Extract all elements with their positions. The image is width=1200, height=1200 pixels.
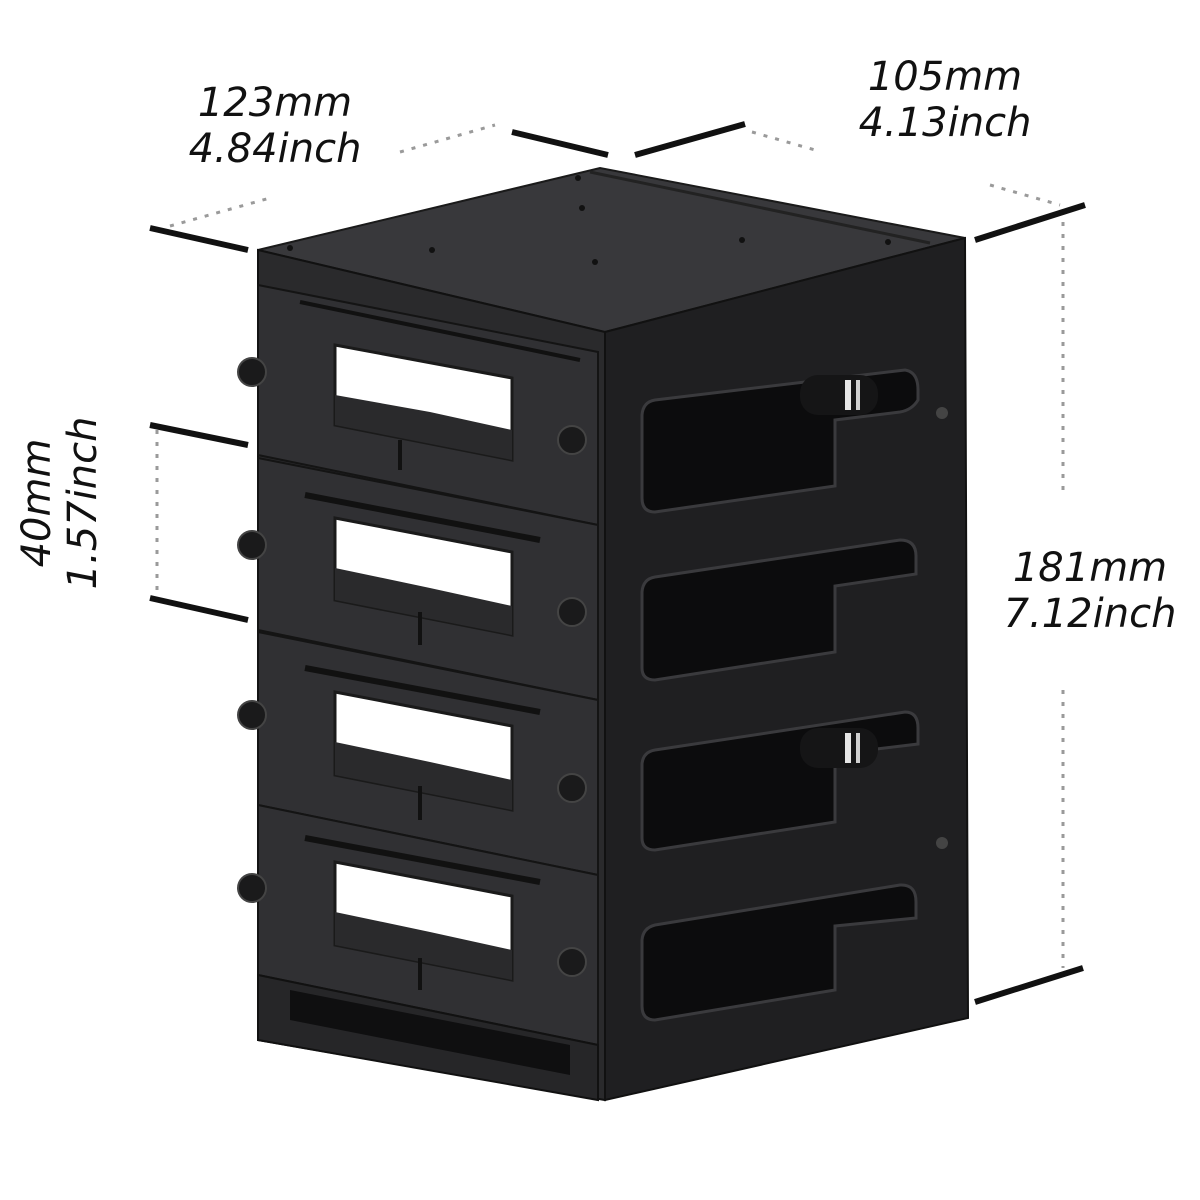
- dimension-bay-inch: 1.57inch: [60, 416, 106, 590]
- dimension-height-label: 181mm 7.12inch: [1000, 545, 1180, 637]
- dimension-height-inch: 7.12inch: [1003, 591, 1177, 637]
- dimension-width-inch: 4.84inch: [188, 126, 362, 172]
- dimension-height-mm: 181mm: [1012, 545, 1168, 591]
- dimension-bay-label: 40mm 1.57inch: [14, 403, 106, 603]
- thumbscrew: [237, 700, 267, 730]
- bay-3: [257, 630, 599, 877]
- dimension-bay-mm: 40mm: [14, 438, 60, 568]
- thumbscrew: [557, 947, 587, 977]
- dimension-width-mm: 123mm: [197, 80, 353, 126]
- dimension-height-lines: [974, 222, 1084, 1005]
- dimension-depth-lines: [634, 121, 1086, 243]
- thumbscrew: [237, 873, 267, 903]
- side-thumbscrew-lower: [800, 728, 878, 768]
- thumbscrew: [237, 530, 267, 560]
- dimension-width-lines: [149, 123, 609, 253]
- bay-2: [257, 456, 599, 702]
- thumbscrew: [237, 357, 267, 387]
- thumbscrew: [557, 773, 587, 803]
- dimension-depth-mm: 105mm: [867, 54, 1023, 100]
- dimension-width-label: 123mm 4.84inch: [170, 80, 380, 172]
- dimension-bay-lines: [149, 422, 249, 623]
- dimension-depth-label: 105mm 4.13inch: [845, 54, 1045, 146]
- side-thumbscrew-upper: [800, 375, 878, 415]
- thumbscrew: [557, 597, 587, 627]
- bay-1: [257, 283, 599, 527]
- thumbscrew: [557, 425, 587, 455]
- dimension-depth-inch: 4.13inch: [858, 100, 1032, 146]
- bay-4: [257, 803, 599, 1047]
